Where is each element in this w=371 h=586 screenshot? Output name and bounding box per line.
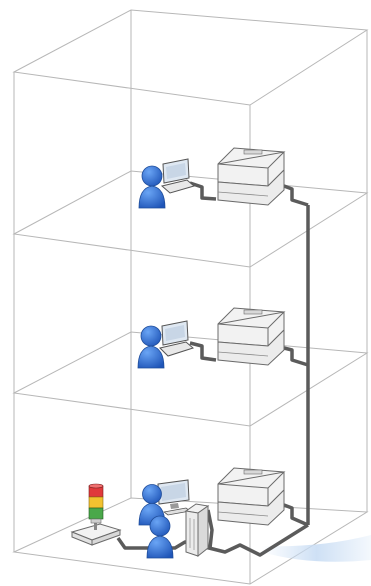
floor-2-devices bbox=[137, 307, 286, 369]
laptop-icon bbox=[159, 320, 195, 357]
floor-slab-3 bbox=[12, 170, 369, 268]
floor-3-devices bbox=[138, 147, 286, 209]
printer-icon bbox=[217, 307, 286, 366]
cable-f1-pc bbox=[206, 509, 214, 549]
laptop-icon bbox=[160, 158, 196, 194]
cable-f3-printer bbox=[283, 184, 309, 207]
printer-icon bbox=[217, 467, 286, 526]
cable-f2-printer bbox=[283, 346, 309, 367]
desktop-pc-icon bbox=[184, 503, 210, 558]
cable-f1-printer bbox=[283, 503, 309, 527]
floor-glow bbox=[262, 535, 371, 562]
user-icon bbox=[138, 165, 166, 209]
monitor-icon bbox=[157, 479, 191, 516]
printer-icon bbox=[217, 147, 286, 206]
signal-tower-light-icon bbox=[70, 483, 122, 546]
roof-outline bbox=[12, 9, 369, 106]
floor-1-devices bbox=[70, 467, 286, 559]
floor-slab-2 bbox=[12, 331, 369, 427]
cable-f2-laptop bbox=[189, 341, 217, 362]
building-wireframe bbox=[12, 9, 369, 585]
user-icon bbox=[146, 515, 174, 559]
user-icon bbox=[137, 325, 165, 369]
cable-f3-laptop bbox=[189, 181, 217, 201]
